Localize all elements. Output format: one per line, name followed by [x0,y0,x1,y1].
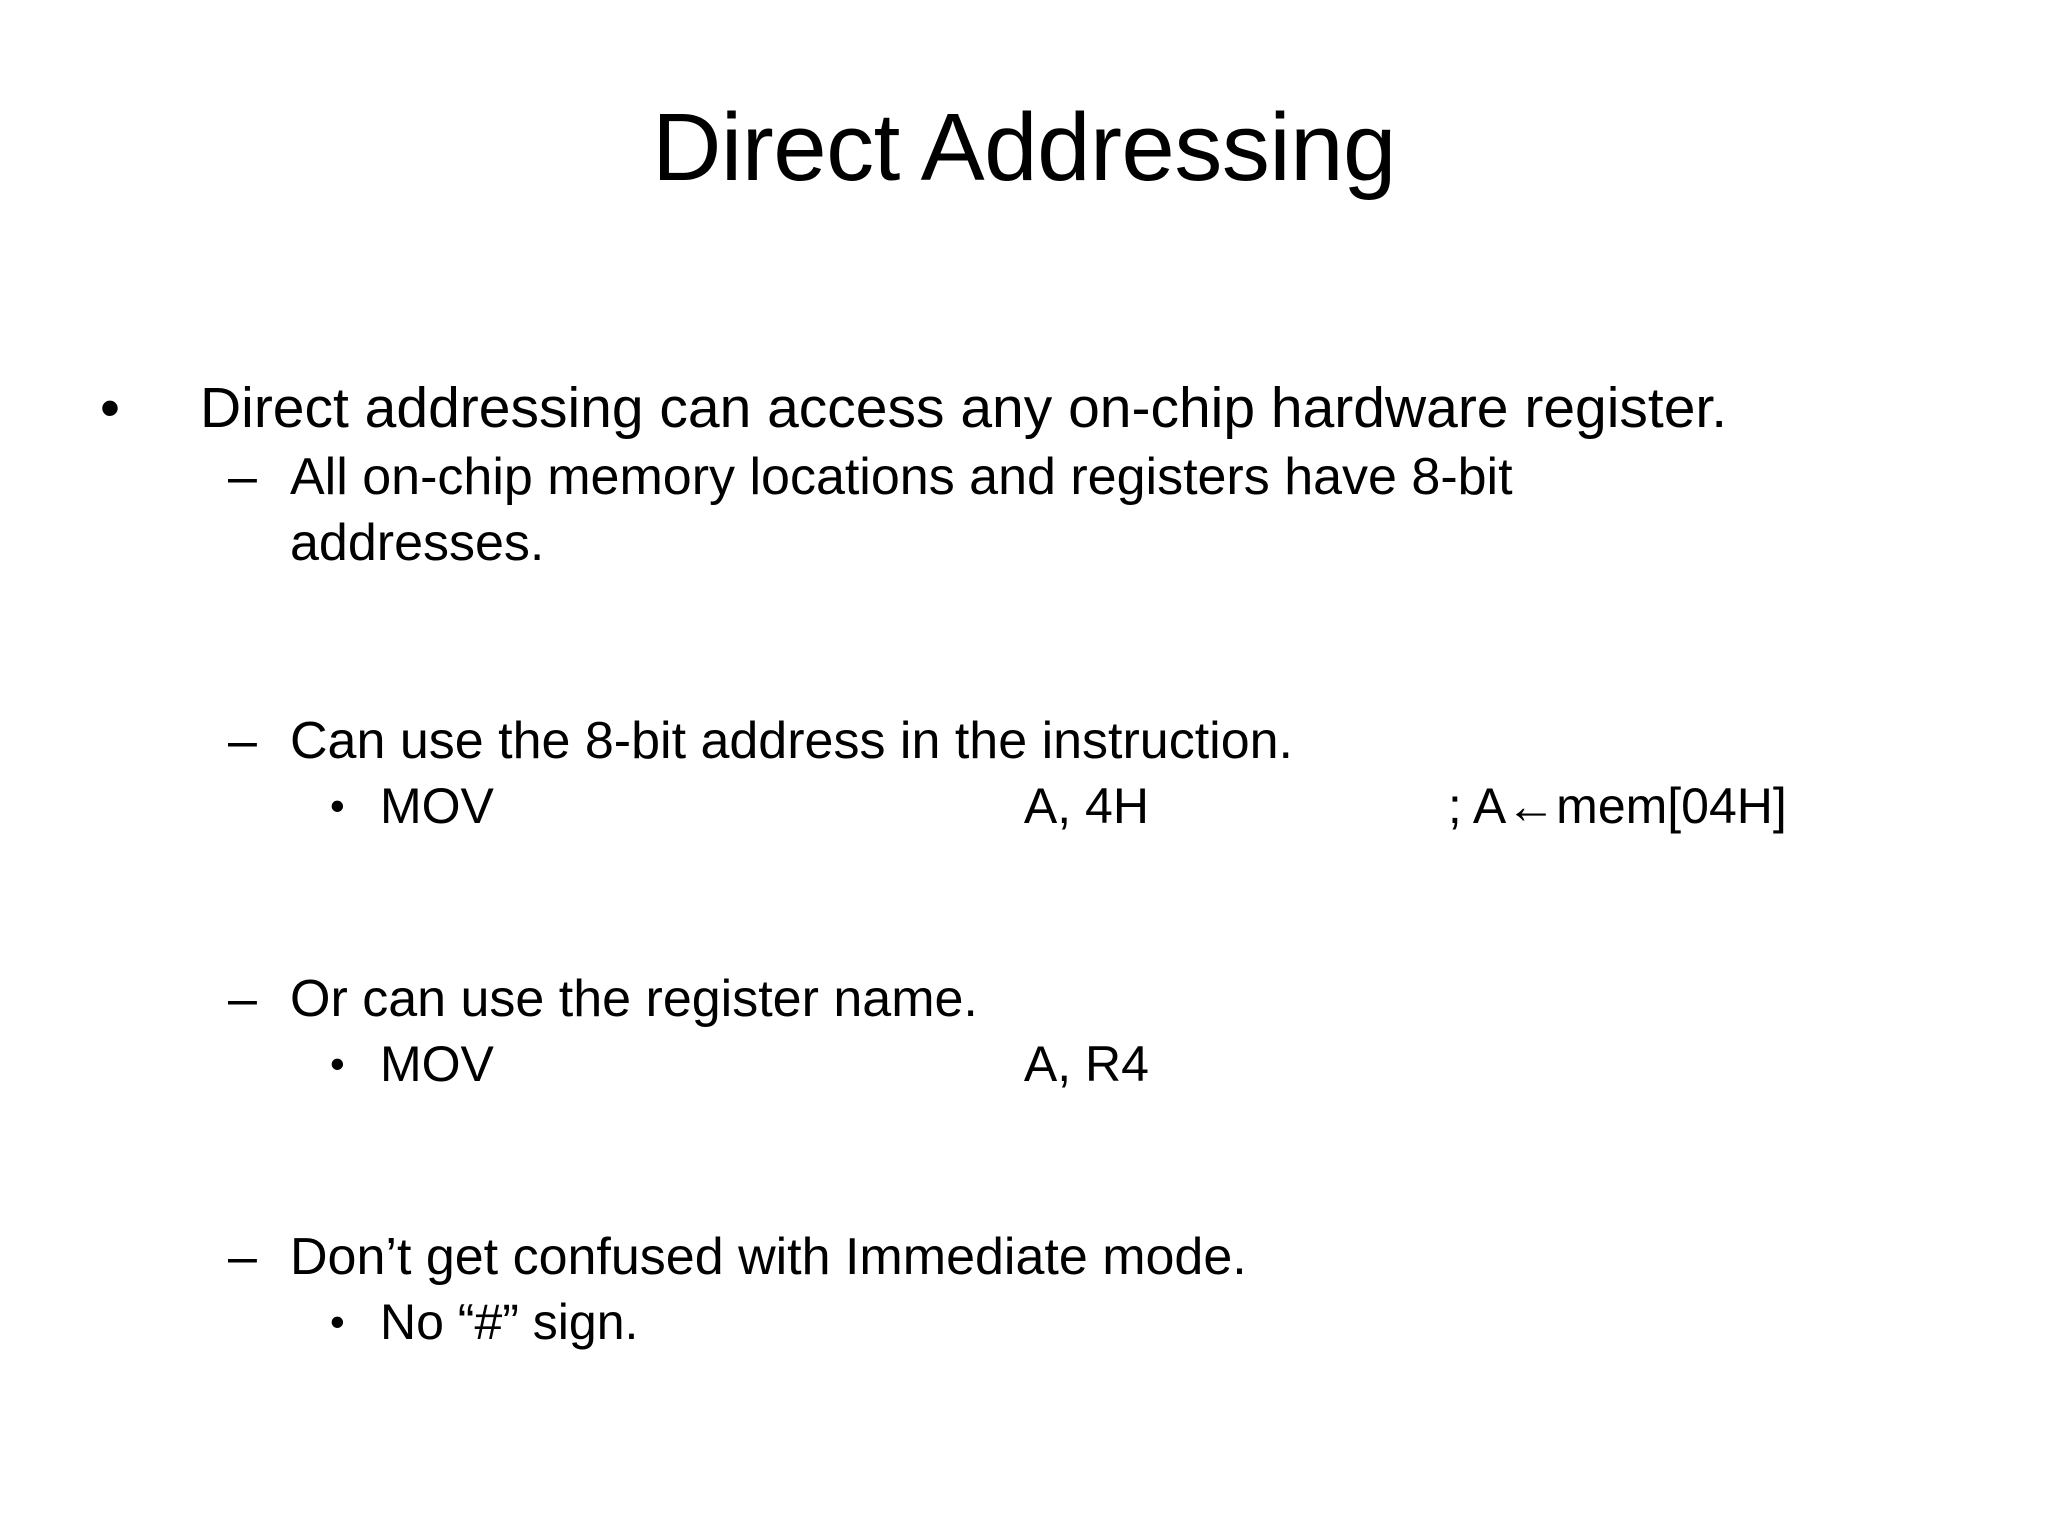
bullet-level2-text-address: Can use the 8-bit address in the instruc… [290,712,1294,770]
bullet-dot-icon: • [330,1298,345,1345]
bullet-dash-icon: – [228,712,257,770]
bullet-dash-icon: – [228,448,257,506]
bullet-level3-text-nohash: No “#” sign. [380,1294,639,1350]
bullet-dash-icon: – [228,970,257,1028]
bullet-dot-icon: • [330,1040,345,1087]
bullet-level2-item-register: – Or can use the register name. [0,966,2048,1032]
code-operands-2: A, R4 [1023,1036,1149,1092]
slide-title: Direct Addressing [652,94,1396,201]
bullet-level2-wrap-memory: addresses. [0,510,2048,576]
code-operands-1: A, 4H [1023,778,1149,834]
bullet-level2-text-immediate: Don’t get confused with Immediate mode. [290,1228,1247,1286]
spacer-row-3 [0,838,2048,902]
bullet-level2-item-address: – Can use the 8-bit address in the instr… [0,708,2048,774]
code-comment-1: ; A←mem[04H] [1447,778,1787,834]
bullet-level2-wrap-text: addresses. [290,514,545,572]
bullet-dash-icon: – [228,1228,257,1286]
spacer-row-6 [0,1160,2048,1224]
bullet-level3-item-nohash: • No “#” sign. [0,1290,2048,1354]
bullet-level1-item: • Direct addressing can access any on-ch… [0,372,2048,444]
bullet-dot-icon: • [330,782,345,829]
bullet-level3-item-code1: • MOV A, 4H ; A←mem[04H] [0,774,2048,838]
spacer-row-2 [0,642,2048,708]
spacer-row-1 [0,576,2048,642]
slide-body: • Direct addressing can access any on-ch… [0,372,2048,1354]
bullet-dot-icon: • [100,376,120,440]
bullet-level2-item-memory: – All on-chip memory locations and regis… [0,444,2048,510]
spacer-row-4 [0,902,2048,966]
code-mnemonic-1: MOV [380,778,494,834]
bullet-level3-item-code2: • MOV A, R4 [0,1032,2048,1096]
spacer-row-5 [0,1096,2048,1160]
bullet-level2-text-memory: All on-chip memory locations and registe… [290,448,1513,506]
bullet-level1-text: Direct addressing can access any on-chip… [200,376,1728,440]
code-mnemonic-2: MOV [380,1036,494,1092]
bullet-level2-text-register: Or can use the register name. [290,970,978,1028]
bullet-level2-item-immediate: – Don’t get confused with Immediate mode… [0,1224,2048,1290]
